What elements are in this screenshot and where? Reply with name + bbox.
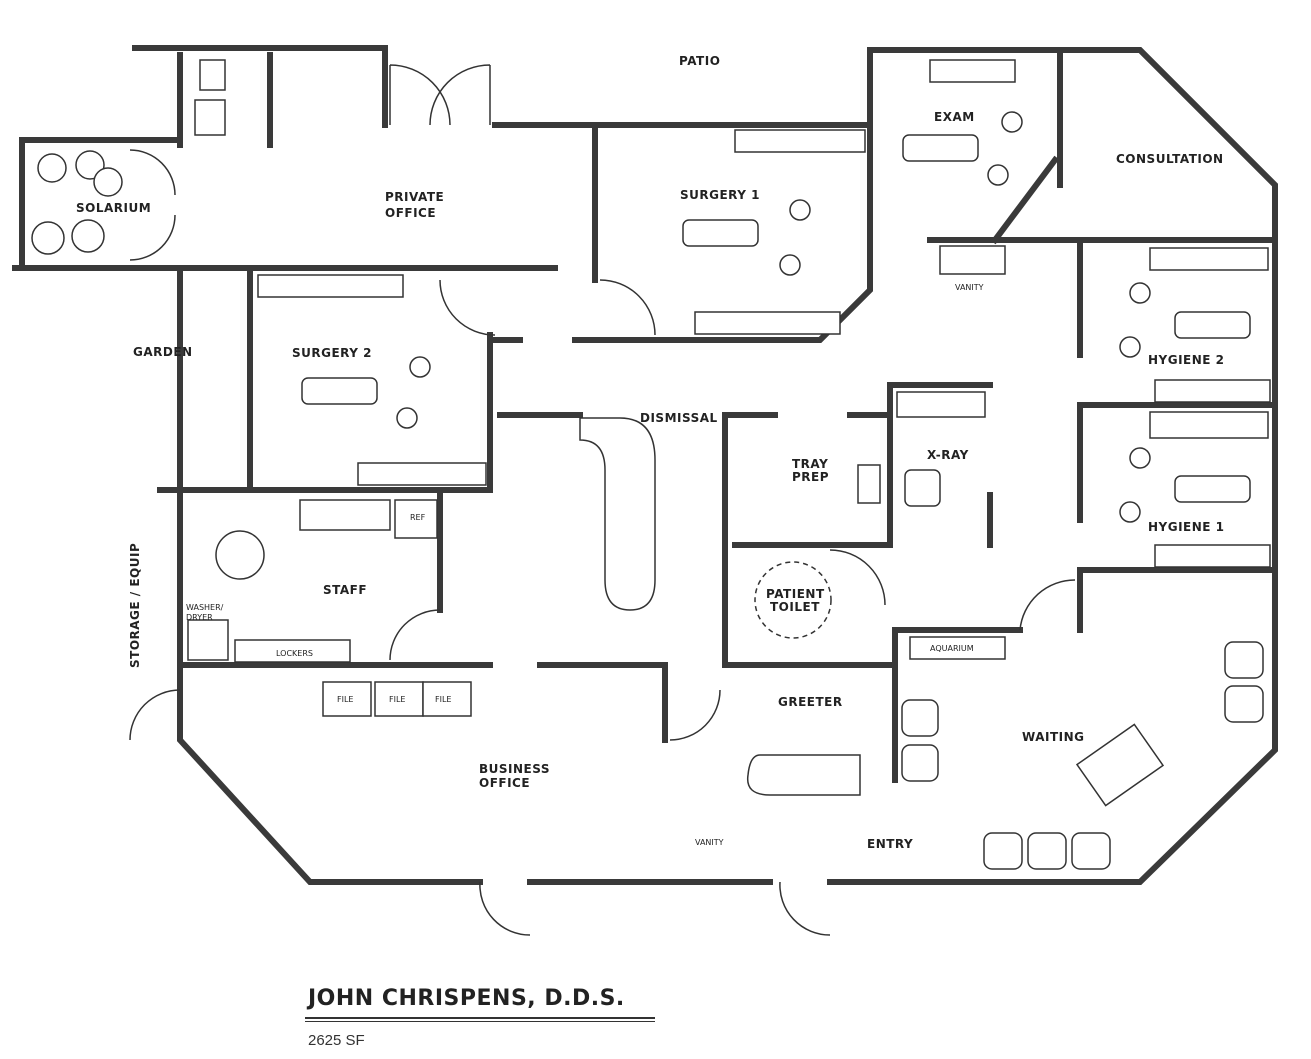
practice-title: JOHN CHRISPENS, D.D.S. [308, 986, 625, 1011]
label-file-3: FILE [435, 695, 451, 704]
label-business-office: OFFICE [479, 776, 530, 790]
label-washer: WASHER/ [186, 603, 224, 612]
label-surgery-1: SURGERY 1 [680, 188, 760, 202]
label-hygiene-1: HYGIENE 1 [1148, 520, 1225, 534]
label-vanity-top: VANITY [955, 283, 984, 292]
doors [129, 64, 1076, 936]
label-surgery-2: SURGERY 2 [292, 346, 372, 360]
label-greeter: GREETER [778, 695, 843, 709]
label-storage: STORAGE / EQUIP [128, 543, 142, 668]
label-hygiene-2: HYGIENE 2 [1148, 353, 1225, 367]
label-aquarium: AQUARIUM [930, 644, 974, 653]
label-solarium: SOLARIUM [76, 201, 151, 215]
room-labels: PATIO SOLARIUM PRIVATE OFFICE SURGERY 1 … [76, 54, 1225, 851]
title-underline [305, 1017, 655, 1022]
furniture [31, 59, 1271, 870]
label-dryer: DRYER [186, 613, 213, 622]
label-exam: EXAM [934, 110, 975, 124]
label-garden: GARDEN [133, 345, 193, 359]
label-waiting: WAITING [1022, 730, 1085, 744]
label-consultation: CONSULTATION [1116, 152, 1224, 166]
label-patient: PATIENT [766, 587, 825, 601]
label-tray: TRAY [792, 457, 828, 471]
label-private-office: PRIVATE [385, 190, 444, 204]
label-staff: STAFF [323, 583, 367, 597]
label-toilet: TOILET [770, 600, 820, 614]
label-business: BUSINESS [479, 762, 550, 776]
label-entry: ENTRY [867, 837, 913, 851]
label-file-2: FILE [389, 695, 405, 704]
label-lockers: LOCKERS [276, 649, 313, 658]
label-vanity-bottom: VANITY [695, 838, 724, 847]
label-private-office-2: OFFICE [385, 206, 436, 220]
label-prep: PREP [792, 470, 829, 484]
label-file-1: FILE [337, 695, 353, 704]
square-footage: 2625 SF [308, 1032, 365, 1049]
label-xray: X-RAY [927, 448, 969, 462]
label-patio: PATIO [679, 54, 720, 68]
label-ref: REF [410, 513, 426, 522]
label-dismissal: DISMISSAL [640, 411, 718, 425]
walls [12, 45, 1278, 885]
